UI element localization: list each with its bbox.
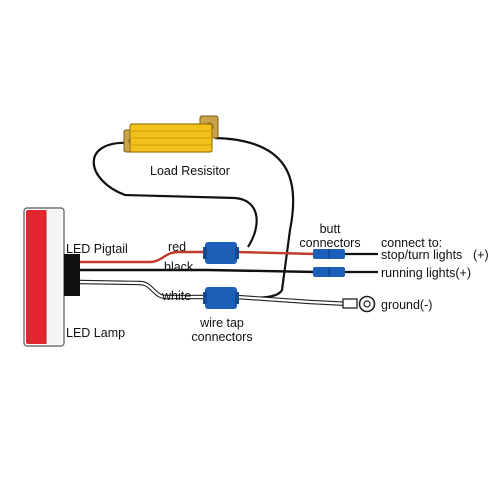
red-wire-label: red [168,240,187,254]
red-wire-out [236,250,317,256]
stop-turn-suffix-label: (+) [473,248,489,262]
butt-connectors-label: butt connectors [299,222,361,250]
ground-ring-terminal [342,295,376,313]
load-resistor [123,115,219,153]
black-wire [80,268,317,274]
led-pigtail-label: LED Pigtail [66,242,128,256]
wire-tap-connectors-label: wire tap connectors [191,316,253,344]
pigtail-plug [64,254,80,296]
led-lamp-label: LED Lamp [66,326,126,340]
white-wire-label: white [162,289,192,303]
connect-to-label: connect to: [381,236,443,250]
resistor-wire [92,141,258,248]
stop-turn-label: stop/turn lights [381,248,463,262]
running-lights-label: running lights(+) [381,266,471,280]
black-wire-label: black [164,260,194,274]
butt-connector-top [313,249,345,259]
load-resistor-label: Load Resisitor [150,164,230,178]
wire-tap-connector-top [203,242,239,264]
red-wire [80,250,207,264]
wire-tap-connector-bottom [203,287,239,309]
led-lamp [23,207,65,347]
butt-connector-bottom [313,267,345,277]
ground-label: ground(-) [381,298,433,312]
resistor-wire-return [214,136,295,300]
